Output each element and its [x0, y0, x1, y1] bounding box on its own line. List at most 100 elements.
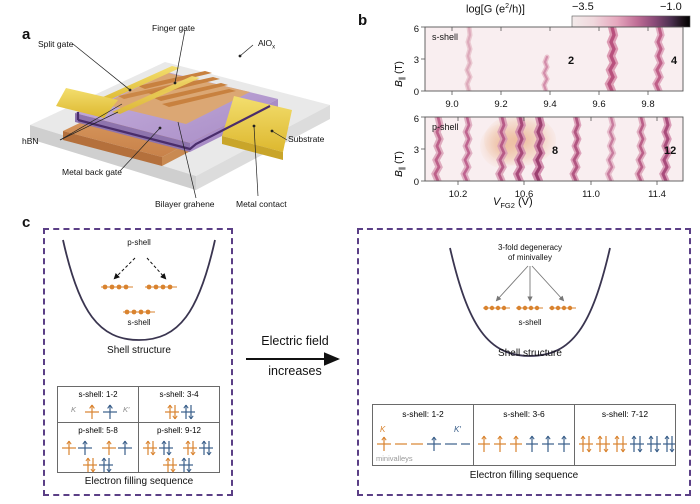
right-degeneracy-label-1: 3-fold degeneracy	[497, 243, 563, 252]
panel-c-letter: c	[22, 214, 31, 231]
left-shell-caption: Shell structure	[107, 345, 171, 356]
left-levels-s34	[165, 404, 195, 420]
panel-b-letter: b	[358, 12, 368, 29]
right-levels-s712	[579, 435, 675, 453]
device-outline	[77, 105, 271, 151]
label-split-gate: Split gate	[38, 39, 74, 49]
panel-a-device-schematic	[30, 29, 330, 199]
right-filling-table: s-shell: 1-2 s-shell: 3-6 s-shell: 7-12 …	[372, 404, 676, 466]
k-label-left: K	[71, 405, 77, 414]
p-shell-ylabel: B∥ (T)	[394, 151, 406, 177]
colorbar-title-head: log[G (e	[466, 3, 506, 16]
xlabel-sub: FG2	[500, 201, 515, 211]
parabola-left	[62, 239, 216, 341]
panel-b-plots: 0 3 6 9.0 9.2 9.4 9.6 9.8 s-shell 2 4	[394, 24, 684, 200]
p-shell-filling-12: 12	[664, 145, 676, 157]
kprime-label-right: K′	[454, 425, 461, 434]
right-cell-header-s12: s-shell: 1-2	[402, 409, 444, 419]
left-cell-header-p58: p-shell: 5-8	[78, 426, 118, 435]
kprime-label-left: K′	[123, 405, 130, 414]
p-shell-xtick-0: 10.2	[449, 189, 468, 200]
colorbar-min-label: −3.5	[572, 1, 594, 13]
p-shell-ytick-6: 6	[414, 114, 419, 125]
left-table-caption: Electron filling sequence	[84, 476, 194, 487]
left-filling-table: s-shell: 1-2 s-shell: 3-4 p-shell: 5-8 p…	[57, 386, 220, 473]
s-shell-ytick-3: 3	[414, 55, 419, 66]
p-shell-ytick-0: 0	[414, 177, 419, 188]
colorbar-max-label: −1.0	[660, 1, 682, 13]
p-shell-filling-8: 8	[552, 145, 558, 157]
p-shell-tag: p-shell	[432, 122, 459, 132]
s-shell-xtick-3: 9.6	[592, 99, 605, 110]
panel-c-left-box	[43, 228, 233, 496]
right-shell-caption: Shell structure	[498, 348, 562, 359]
p-shell-xtick-3: 11.4	[648, 189, 666, 200]
s-shell-ylabel: B∥ (T)	[394, 61, 406, 87]
right-cell-header-s712: s-shell: 7-12	[602, 409, 649, 419]
right-levels-s12: K K′ minivalleys	[376, 425, 470, 463]
split-gate-bars	[92, 66, 200, 114]
left-shell-structure-diagram	[62, 239, 216, 341]
s-shell-heatmap	[464, 27, 665, 91]
right-shell-structure-diagram	[449, 247, 611, 357]
panel-c-right-box	[357, 228, 691, 496]
colorbar-title: log[G (e2/h)]	[466, 3, 525, 16]
label-hbn: hBN	[22, 136, 39, 146]
s-shell-xtick-1: 9.2	[494, 99, 507, 110]
s-shell-filling-2: 2	[568, 55, 574, 67]
left-levels-p912	[143, 440, 213, 473]
parabola-right	[449, 247, 611, 357]
left-levels-s12: K K′	[71, 404, 130, 419]
left-cell-header-s34: s-shell: 3-4	[159, 390, 199, 399]
s-shell-tag: s-shell	[432, 32, 458, 42]
p-shell-xtick-1: 10.6	[515, 189, 534, 200]
colorbar-title-sup: 2	[505, 3, 510, 10]
s-shell-filling-4: 4	[671, 55, 678, 67]
p-shell-bottom-ticks	[457, 181, 658, 185]
s-shell-top-ticks	[451, 27, 649, 31]
panel-b-xlabel: VFG2 (V)	[493, 196, 533, 210]
subpanel-s-shell: 0 3 6 9.0 9.2 9.4 9.6 9.8 s-shell 2 4	[414, 24, 684, 110]
p-shell-heatmap	[431, 117, 672, 181]
s-shell-ytick-6: 6	[414, 24, 419, 35]
s-shell-bottom-ticks	[451, 91, 649, 95]
left-cell-header-p912: p-shell: 9-12	[157, 426, 202, 435]
label-metal-back-gate: Metal back gate	[62, 167, 123, 177]
right-table-caption: Electron filling sequence	[469, 470, 579, 481]
p-shell-pointer-arrows	[113, 257, 167, 280]
leader-lines	[59, 29, 288, 199]
s-shell-xtick-2: 9.4	[543, 99, 556, 110]
label-substrate: Substrate	[288, 134, 325, 144]
right-degeneracy-label-2: of minivalley	[507, 253, 552, 262]
s-shell-y-ticks	[421, 26, 425, 92]
panel-a-letter: a	[22, 26, 31, 43]
xlabel-main: V	[493, 196, 501, 208]
right-s-shell-label: s-shell	[518, 318, 542, 327]
minivalleys-label: minivalleys	[376, 454, 413, 463]
electric-field-arrow-line1: Electric field	[261, 334, 329, 348]
left-levels-p58	[62, 440, 132, 473]
xlabel-unit: (V)	[514, 196, 533, 208]
p-shell-top-ticks	[457, 117, 658, 121]
p-shell-xtick-2: 11.0	[582, 189, 600, 200]
s-shell-ytick-0: 0	[414, 87, 419, 98]
electric-field-arrow-icon	[246, 352, 340, 366]
s-shell-level-left-panel	[123, 309, 155, 315]
minivalley-pointer-arrows	[495, 265, 565, 302]
p-shell-y-ticks	[421, 116, 425, 182]
label-alox: AlOx	[258, 38, 275, 51]
left-cell-header-s12: s-shell: 1-2	[78, 390, 118, 399]
s-shell-xtick-0: 9.0	[445, 99, 458, 110]
p-shell-ytick-3: 3	[414, 145, 419, 156]
s-shell-minivalley-levels	[483, 305, 576, 311]
metal-contact-gold	[56, 88, 292, 160]
right-levels-s36	[478, 435, 570, 452]
leader-dots	[128, 54, 274, 133]
label-metal-contact: Metal contact	[236, 199, 287, 209]
label-alox-main: AlO	[258, 38, 273, 48]
left-p-shell-label: p-shell	[127, 238, 151, 247]
s-shell-xtick-4: 9.8	[641, 99, 654, 110]
electric-field-arrow-line2: increases	[268, 364, 322, 378]
p-shell-level-right	[145, 284, 177, 290]
colorbar-title-tail: /h)]	[509, 3, 525, 16]
